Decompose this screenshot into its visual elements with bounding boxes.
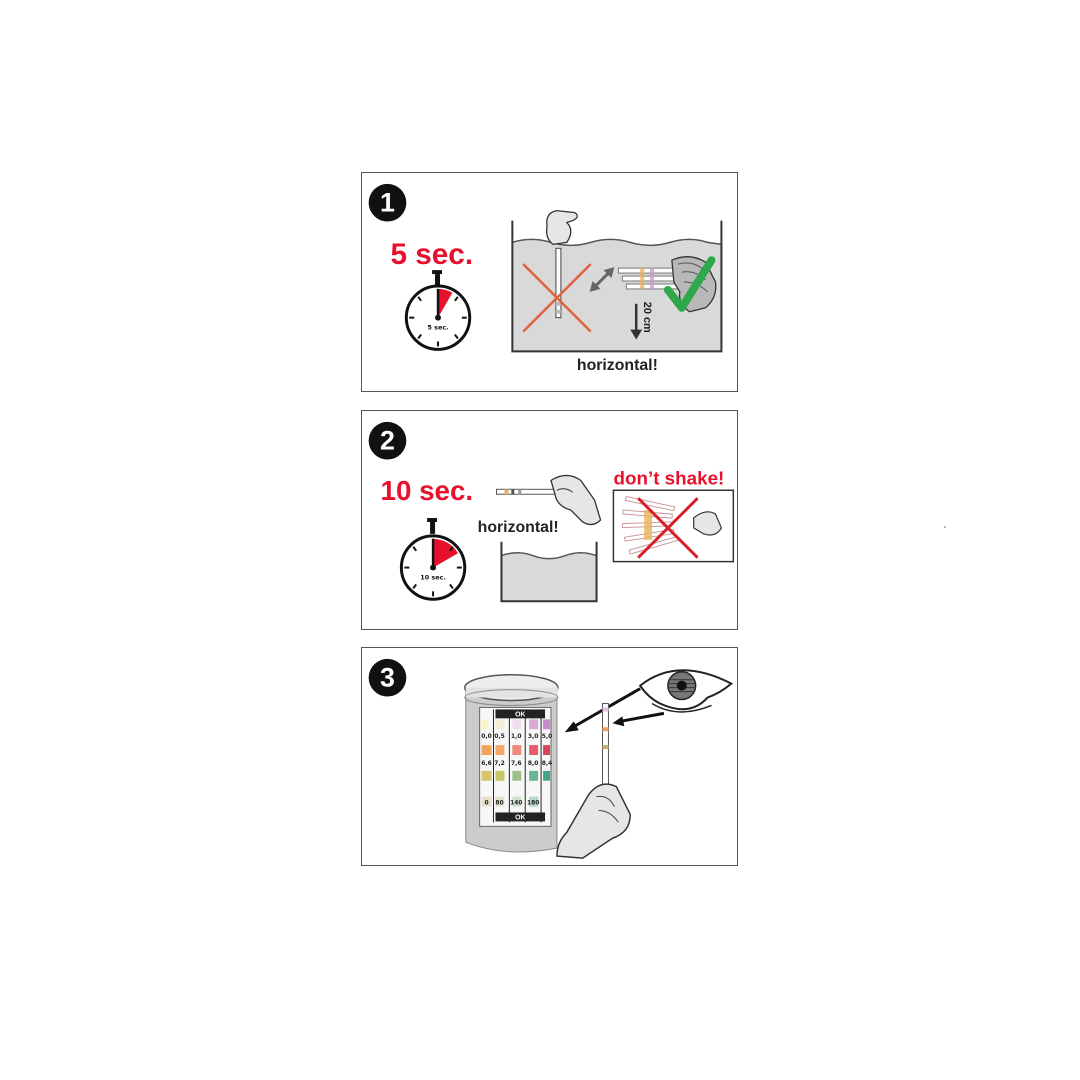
swap-arrow-icon xyxy=(589,267,615,292)
jar-ok-label: OK xyxy=(515,711,525,718)
step-number: 1 xyxy=(380,188,395,218)
timer-elapsed-wedge xyxy=(433,538,458,568)
eye-icon xyxy=(638,669,734,713)
jar-value: 1,0 xyxy=(511,733,522,740)
step-number-badge: 2 xyxy=(368,421,407,460)
hand-holding-strip-icon xyxy=(495,474,602,526)
checkmark-icon xyxy=(663,256,716,312)
jar-value: 5,0 xyxy=(542,733,553,740)
jar-value: 0,5 xyxy=(494,733,505,740)
wrong-vertical-dip-icon xyxy=(522,210,592,333)
timer-label: 5 sec. xyxy=(427,324,448,332)
dont-shake-warning: don’t shake! xyxy=(613,467,724,488)
timer-elapsed-wedge xyxy=(438,288,453,318)
jar-value: 8,0 xyxy=(528,760,539,767)
depth-arrow-icon: 20 cm xyxy=(630,302,653,340)
step-2-panel: 2 10 sec. 10 sec. xyxy=(361,410,738,630)
water-tank-icon xyxy=(511,220,723,353)
step-number: 2 xyxy=(380,426,395,456)
jar-value: 180 xyxy=(527,800,539,807)
jar-value: 80 xyxy=(495,800,503,807)
shaking-strip-cross-icon xyxy=(612,489,735,563)
water-container-icon xyxy=(500,541,598,603)
jar-value: 7,2 xyxy=(494,760,505,767)
step-1-panel: 1 5 sec. 5 sec. xyxy=(361,172,738,392)
color-pads xyxy=(481,719,550,807)
jar-value: 3,0 xyxy=(528,733,539,740)
hand-holding-strip-icon xyxy=(556,702,631,859)
test-jar-icon: OK OK xyxy=(464,674,559,853)
jar-value: 8,4 xyxy=(542,760,553,767)
step-1-caption: horizontal! xyxy=(577,357,658,374)
jar-value: 7,6 xyxy=(511,760,522,767)
step-2-illustration: 2 10 sec. 10 sec. xyxy=(368,421,735,603)
step-1-illustration: 1 5 sec. 5 sec. xyxy=(368,183,723,374)
stray-mark xyxy=(944,526,946,528)
jar-ok-label-bottom: OK xyxy=(515,814,525,821)
step-3-panel: 3 OK OK xyxy=(361,647,738,866)
jar-value: 0 xyxy=(485,800,489,807)
step-3-illustration: 3 OK OK xyxy=(368,658,734,859)
step-number-badge: 3 xyxy=(368,658,407,697)
stopwatch-icon: 5 sec. xyxy=(404,270,472,351)
depth-label: 20 cm xyxy=(641,302,653,333)
time-label: 5 sec. xyxy=(390,238,473,271)
jar-value: 0,0 xyxy=(481,733,492,740)
time-label: 10 sec. xyxy=(381,475,474,506)
step-2-caption: horizontal! xyxy=(478,519,559,536)
jar-value: 140 xyxy=(510,800,522,807)
timer-label: 10 sec. xyxy=(420,573,446,581)
step-number-badge: 1 xyxy=(368,183,407,222)
step-number: 3 xyxy=(380,663,395,693)
stopwatch-icon: 10 sec. xyxy=(399,518,467,601)
jar-value: 6,6 xyxy=(481,760,492,767)
